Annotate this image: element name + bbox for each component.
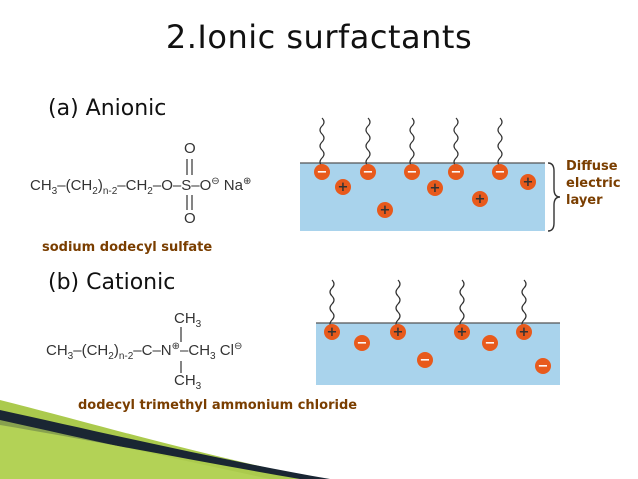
cationic-ch3-bottom: CH3 (174, 372, 202, 392)
svg-text:−: − (538, 359, 549, 374)
cation-icon: + (516, 324, 532, 340)
anion-icon: − (492, 164, 508, 180)
cation-icon: + (520, 174, 536, 190)
cation-icon: + (454, 324, 470, 340)
slide-title: 2.Ionic surfactants (165, 18, 473, 56)
section-cationic-heading: (b) Cationic (48, 270, 176, 295)
surfactant-tails-top (319, 117, 503, 167)
anion-icon: − (360, 164, 376, 180)
anion-icon: − (404, 164, 420, 180)
svg-text:−: − (485, 336, 496, 351)
cation-icon: + (377, 202, 393, 218)
diffuse-electric-layer-label: Diffuse electric layer (566, 159, 621, 208)
surfactant-tails-bottom (329, 279, 527, 329)
svg-text:+: + (475, 192, 486, 207)
svg-text:+: + (393, 325, 404, 340)
anion-icon: − (417, 352, 433, 368)
brace-icon (547, 162, 561, 232)
svg-text:+: + (327, 325, 338, 340)
anion-icon: − (314, 164, 330, 180)
svg-text:+: + (523, 175, 534, 190)
anionic-o-top: O (184, 140, 196, 157)
anion-icon: − (482, 335, 498, 351)
svg-text:−: − (357, 336, 368, 351)
svg-text:+: + (457, 325, 468, 340)
cation-icon: + (324, 324, 340, 340)
cation-icon: + (472, 191, 488, 207)
anionic-formula: CH3–(CH2)n-2–CH2–O–S–O⊖ Na⊕ (30, 176, 252, 197)
svg-text:+: + (338, 180, 349, 195)
caption-dodecyl-trimethyl-ammonium-chloride: dodecyl trimethyl ammonium chloride (78, 398, 358, 413)
svg-text:−: − (317, 165, 328, 180)
svg-text:−: − (407, 165, 418, 180)
svg-text:−: − (420, 353, 431, 368)
svg-text:−: − (363, 165, 374, 180)
cationic-ch3-top: CH3 (174, 310, 202, 330)
cation-icon: + (390, 324, 406, 340)
cation-icon: + (335, 179, 351, 195)
svg-text:−: − (495, 165, 506, 180)
caption-sodium-dodecyl-sulfate: sodium dodecyl sulfate (42, 240, 213, 255)
anion-icon: − (354, 335, 370, 351)
section-anionic-heading: (a) Anionic (48, 96, 167, 121)
svg-text:+: + (519, 325, 530, 340)
svg-text:+: + (380, 203, 391, 218)
anion-icon: − (535, 358, 551, 374)
anion-icon: − (448, 164, 464, 180)
svg-text:+: + (430, 181, 441, 196)
cationic-formula: CH3–(CH2)n-2–C–N⊕–CH3 Cl⊖ (46, 341, 243, 362)
svg-text:−: − (451, 165, 462, 180)
cation-icon: + (427, 180, 443, 196)
anionic-o-bottom: O (184, 210, 196, 227)
